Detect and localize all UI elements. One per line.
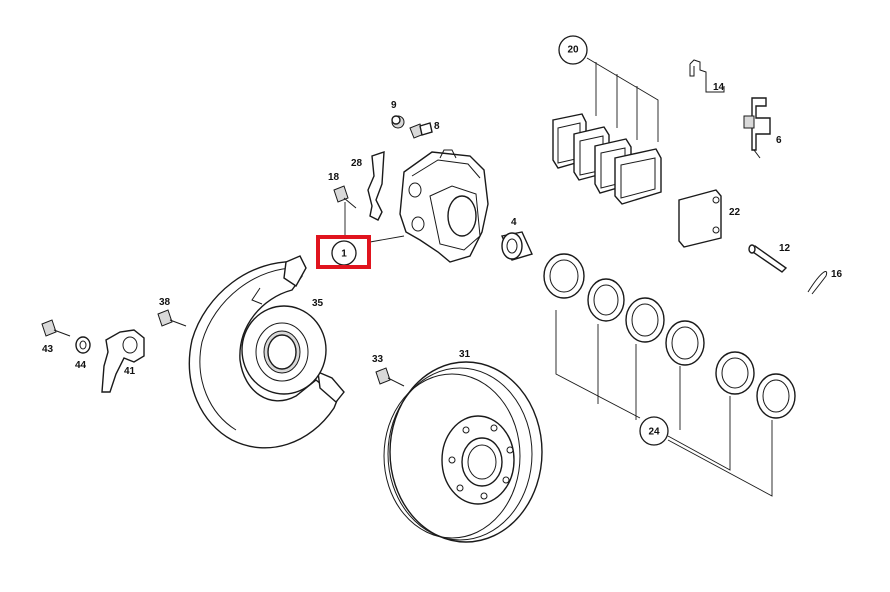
leader-lines-24: [555, 310, 773, 497]
bolt-38[interactable]: [157, 309, 187, 327]
label-43: 43: [42, 344, 54, 355]
seal-ring-4[interactable]: [665, 320, 705, 366]
seal-ring-1[interactable]: [543, 253, 585, 299]
label-16: 16: [831, 269, 843, 280]
brake-caliper-1[interactable]: [399, 149, 489, 263]
label-44: 44: [75, 360, 87, 371]
label-28: 28: [351, 158, 363, 169]
callout-20-label: 20: [567, 45, 579, 56]
washer-44[interactable]: [75, 336, 91, 354]
clip-14[interactable]: [689, 59, 725, 93]
pin-12[interactable]: [748, 244, 788, 273]
brake-disc-31[interactable]: [383, 361, 543, 543]
label-6: 6: [776, 135, 782, 146]
seal-ring-6[interactable]: [756, 373, 796, 419]
label-12: 12: [779, 243, 791, 254]
bolt-18[interactable]: [333, 185, 357, 209]
callout-24[interactable]: 24: [639, 416, 669, 446]
highlight-box: [316, 235, 371, 269]
brake-pad-4[interactable]: [614, 148, 662, 205]
label-18: 18: [328, 172, 340, 183]
label-38: 38: [159, 297, 171, 308]
label-14: 14: [713, 82, 725, 93]
label-41: 41: [124, 366, 136, 377]
cap-9[interactable]: [391, 115, 405, 129]
seal-ring-5[interactable]: [715, 351, 755, 395]
label-33: 33: [372, 354, 384, 365]
label-31: 31: [459, 349, 471, 360]
label-35: 35: [312, 298, 324, 309]
spring-28[interactable]: [367, 151, 385, 221]
seal-ring-3[interactable]: [625, 297, 665, 343]
dust-shield-35[interactable]: [188, 255, 345, 449]
label-22: 22: [729, 207, 741, 218]
bracket-41[interactable]: [101, 329, 145, 393]
bolt-43[interactable]: [41, 319, 71, 337]
label-4: 4: [511, 217, 517, 228]
callout-1-label: 1: [341, 249, 347, 260]
clip-16[interactable]: [807, 271, 828, 295]
leader-lines-20: [586, 57, 659, 142]
wear-sensor-6[interactable]: [743, 97, 771, 159]
bleed-screw-8[interactable]: [409, 122, 433, 139]
label-9: 9: [391, 100, 397, 111]
screw-33[interactable]: [375, 367, 405, 387]
seal-ring-2[interactable]: [587, 278, 625, 322]
callout-20[interactable]: 20: [558, 35, 588, 65]
label-8: 8: [434, 121, 440, 132]
shim-22[interactable]: [678, 189, 722, 248]
callout-1[interactable]: 1: [331, 240, 357, 266]
callout-24-label: 24: [648, 427, 660, 438]
bushing-4[interactable]: [501, 231, 533, 261]
